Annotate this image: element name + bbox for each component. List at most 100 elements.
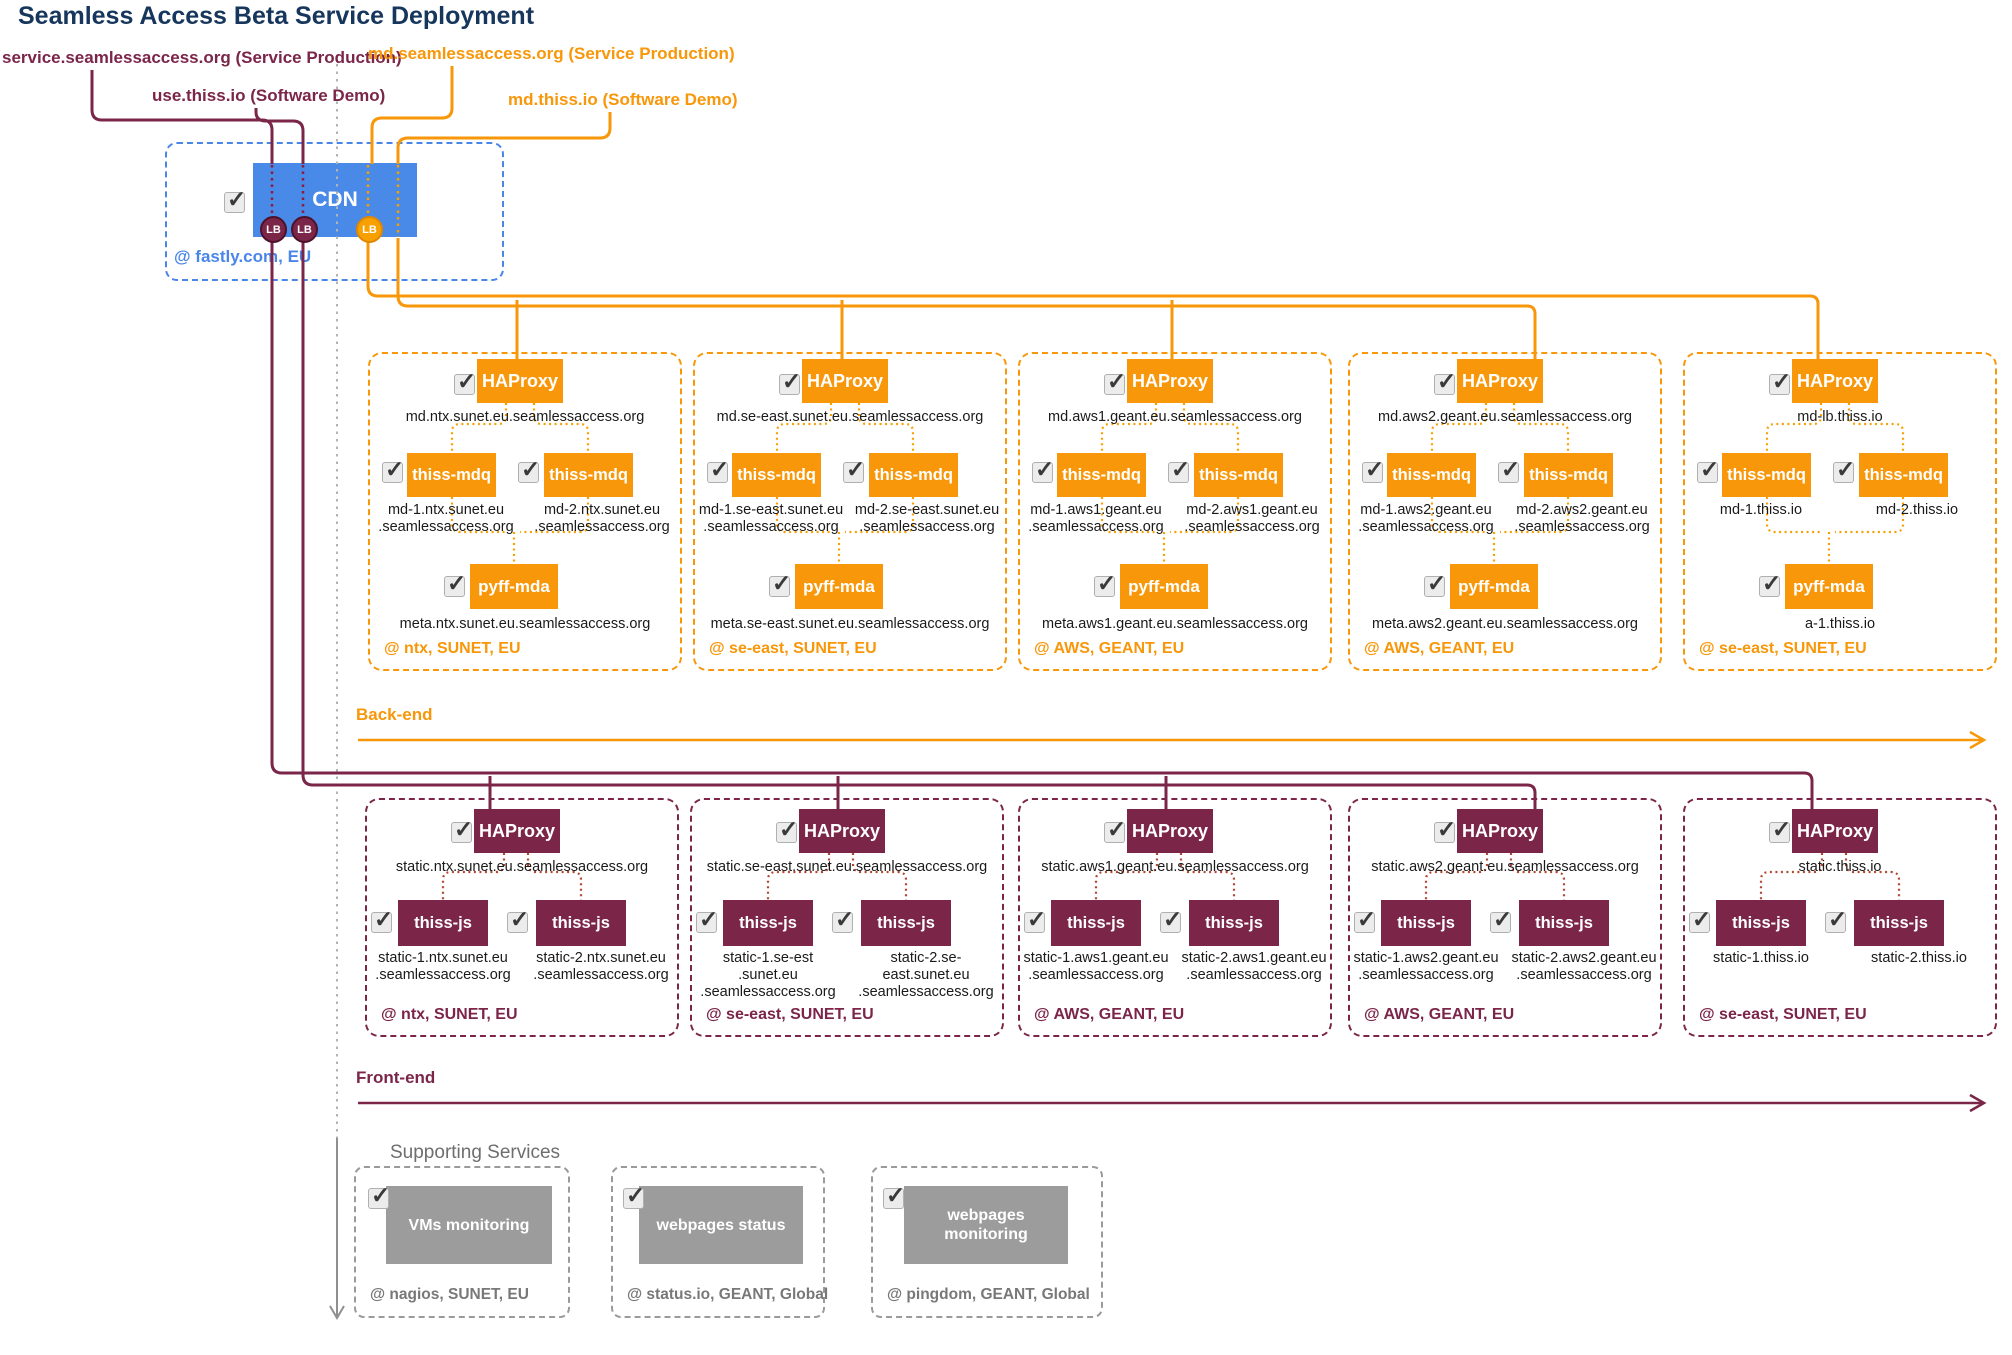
pyff-mda-node: pyff-mda [470,564,558,609]
thiss-js-checkbox[interactable] [1024,906,1046,933]
haproxy-domain: static.thiss.io [1798,859,1882,875]
haproxy-node: HAProxy [802,359,888,403]
thiss-mdq-node: thiss-mdq [1057,453,1146,497]
pyff-mda-node: pyff-mda [1785,564,1873,609]
supporting-group-statusio: webpages status @ status.io, GEANT, Glob… [611,1166,829,1318]
haproxy-node: HAProxy [1457,359,1543,403]
mdq2-domain: md-2.ntx.sunet.eu .seamlessaccess.org [534,502,670,535]
haproxy-node: HAProxy [1127,359,1213,403]
thiss-js-node: thiss-js [1519,900,1609,946]
thiss-mdq-checkbox[interactable] [382,456,404,483]
thiss-mdq-node: thiss-mdq [544,453,633,497]
mda-domain: meta.se-east.sunet.eu.seamlessaccess.org [710,616,990,632]
js1-domain: static-1.ntx.sunet.eu .seamlessaccess.or… [375,950,511,983]
haproxy-domain: static.aws1.geant.eu.seamlessaccess.org [1041,859,1309,875]
supporting-group-pingdom: webpages monitoring @ pingdom, GEANT, Gl… [871,1166,1103,1318]
supporting-location: @ status.io, GEANT, Global [627,1286,829,1303]
thiss-js-checkbox[interactable] [1825,906,1847,933]
thiss-js-checkbox[interactable] [832,906,854,933]
thiss-js-node: thiss-js [1051,900,1141,946]
pyff-mda-checkbox[interactable] [1759,570,1781,597]
haproxy-checkbox[interactable] [454,368,476,395]
thiss-mdq-node: thiss-mdq [1387,453,1476,497]
haproxy-checkbox[interactable] [779,368,801,395]
haproxy-checkbox[interactable] [1434,368,1456,395]
cdn-label: CDN [312,188,358,211]
frontend-group-location: @ AWS, GEANT, EU [1364,1006,1515,1023]
thiss-mdq-node: thiss-mdq [1194,453,1283,497]
mda-domain: meta.ntx.sunet.eu.seamlessaccess.org [399,616,651,632]
thiss-js-checkbox[interactable] [696,906,718,933]
pyff-mda-checkbox[interactable] [1424,570,1446,597]
frontend-group-connectors [441,853,583,900]
cdn-location: @ fastly.com, EU [174,247,312,266]
label-md-production: md.seamlessaccess.org (Service Productio… [368,44,735,63]
lb-badge: LB [291,216,318,243]
thiss-js-node: thiss-js [1381,900,1471,946]
mda-domain: a-1.thiss.io [1804,616,1876,632]
haproxy-node: HAProxy [1457,809,1543,853]
vms-monitoring-checkbox[interactable] [368,1182,390,1209]
backend-group-location: @ se-east, SUNET, EU [1699,640,1867,657]
mdq2-domain: md-2.thiss.io [1875,502,1959,518]
thiss-mdq-checkbox[interactable] [1498,456,1520,483]
thiss-mdq-checkbox[interactable] [1362,456,1384,483]
mdq1-domain: md-1.thiss.io [1719,502,1803,518]
frontend-group: HAProxy static.thiss.io thiss-js thiss-j… [1683,798,1997,1037]
thiss-js-checkbox[interactable] [1689,906,1711,933]
js2-domain: static-2.aws2.geant.eu .seamlessaccess.o… [1511,950,1657,983]
thiss-js-checkbox[interactable] [371,906,393,933]
supporting-location: @ pingdom, GEANT, Global [887,1286,1090,1303]
frontend-group-location: @ se-east, SUNET, EU [1699,1006,1867,1023]
thiss-js-checkbox[interactable] [1490,906,1512,933]
js2-domain: static-2.aws1.geant.eu .seamlessaccess.o… [1181,950,1327,983]
thiss-js-checkbox[interactable] [507,906,529,933]
thiss-mdq-checkbox[interactable] [1697,456,1719,483]
supporting-group-nagios: VMs monitoring @ nagios, SUNET, EU [354,1166,570,1318]
haproxy-checkbox[interactable] [1104,816,1126,843]
backend-group-location: @ AWS, GEANT, EU [1364,640,1515,657]
pyff-mda-checkbox[interactable] [444,570,466,597]
thiss-mdq-node: thiss-mdq [1859,453,1948,497]
thiss-js-checkbox[interactable] [1160,906,1182,933]
haproxy-node: HAProxy [1792,809,1878,853]
haproxy-checkbox[interactable] [776,816,798,843]
js1-domain: static-1.se-est .sunet.eu .seamlessacces… [700,950,836,1000]
thiss-js-checkbox[interactable] [1354,906,1376,933]
backend-group: HAProxy md.se-east.sunet.eu.seamlessacce… [693,352,1007,671]
frontend-group-location: @ ntx, SUNET, EU [381,1006,518,1023]
cdn-node: CDN [253,163,417,237]
js2-domain: static-2.ntx.sunet.eu .seamlessaccess.or… [533,950,669,983]
thiss-mdq-checkbox[interactable] [1833,456,1855,483]
js2-domain: static-2.thiss.io [1871,950,1967,966]
down-arrowhead-icon [329,1305,345,1320]
pyff-mda-checkbox[interactable] [1094,570,1116,597]
mdq2-domain: md-2.se-east.sunet.eu .seamlessaccess.or… [854,502,1000,535]
thiss-mdq-checkbox[interactable] [518,456,540,483]
haproxy-domain: static.se-east.sunet.eu.seamlessaccess.o… [706,859,988,875]
backend-group-location: @ AWS, GEANT, EU [1034,640,1185,657]
thiss-mdq-checkbox[interactable] [1032,456,1054,483]
haproxy-checkbox[interactable] [1769,368,1791,395]
haproxy-node: HAProxy [1127,809,1213,853]
haproxy-checkbox[interactable] [1104,368,1126,395]
pyff-mda-checkbox[interactable] [769,570,791,597]
backend-group: HAProxy md.ntx.sunet.eu.seamlessaccess.o… [368,352,682,671]
thiss-mdq-checkbox[interactable] [707,456,729,483]
thiss-mdq-checkbox[interactable] [843,456,865,483]
thiss-js-node: thiss-js [536,900,626,946]
page-title: Seamless Access Beta Service Deployment [18,2,535,30]
cdn-checkbox[interactable] [224,186,246,213]
js2-domain: static-2.se- east.sunet.eu .seamlessacce… [858,950,994,1000]
haproxy-checkbox[interactable] [1434,816,1456,843]
thiss-mdq-checkbox[interactable] [1168,456,1190,483]
haproxy-checkbox[interactable] [1769,816,1791,843]
webpages-monitoring-checkbox[interactable] [883,1182,905,1209]
thiss-js-node: thiss-js [1716,900,1806,946]
haproxy-checkbox[interactable] [451,816,473,843]
frontend-group-connectors [766,853,908,900]
haproxy-domain: md.aws2.geant.eu.seamlessaccess.org [1378,409,1632,425]
webpages-status-checkbox[interactable] [623,1182,645,1209]
backend-group: HAProxy md-lb.thiss.io thiss-mdq thiss-m… [1683,352,1997,671]
